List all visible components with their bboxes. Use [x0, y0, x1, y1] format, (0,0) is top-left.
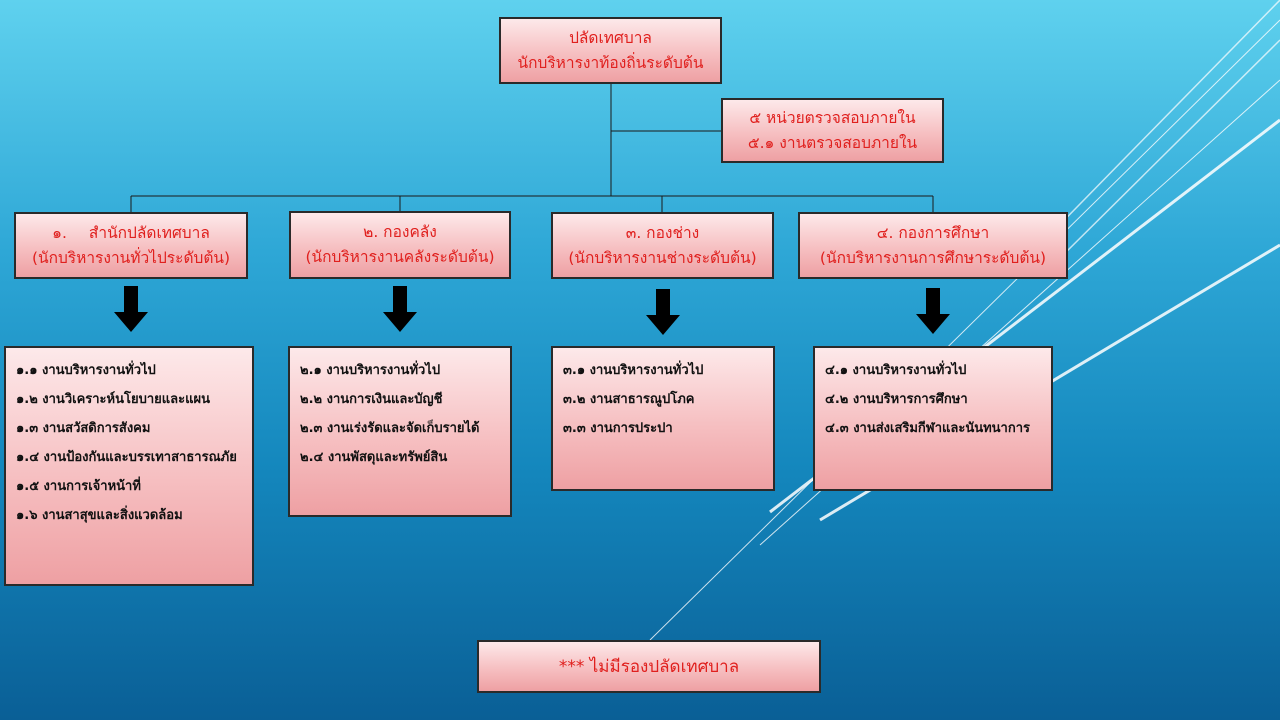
down-arrow-icon	[646, 289, 680, 335]
audit-title: ๕ หน่วยตรวจสอบภายใน	[749, 108, 916, 127]
list-item: ๒.๔ งานพัสดุและทรัพย์สิน	[300, 450, 448, 465]
list-item: ๑.๒ งานวิเคราะห์นโยบายและแผน	[16, 392, 210, 407]
section-list-finance: ๒.๑ งานบริหารงานทั่วไป ๒.๒ งานการเงินและ…	[288, 346, 512, 517]
list-item: ๒.๒ งานการเงินและบัญชี	[300, 392, 443, 407]
department-box-engineering: ๓. กองช่าง (นักบริหารงานช่างระดับต้น)	[551, 212, 774, 279]
department-box-office-of-clerk: ๑.สำนักปลัดเทศบาล (นักบริหารงานทั่วไประด…	[14, 212, 248, 279]
list-item: ๒.๓ งานเร่งรัดและจัดเก็บรายได้	[300, 421, 480, 436]
list-item: ๔.๒ งานบริหารการศึกษา	[825, 392, 968, 407]
section-list-engineering: ๓.๑ งานบริหารงานทั่วไป ๓.๒ งานสาธารณูปโภ…	[551, 346, 775, 491]
list-item: ๓.๓ งานการประปา	[563, 421, 673, 436]
list-item: ๑.๖ งานสาสุขและสิ่งแวดล้อม	[16, 508, 183, 523]
head-subtitle: นักบริหารงาท้องถิ่นระดับต้น	[517, 53, 704, 72]
audit-subtitle: ๕.๑ งานตรวจสอบภายใน	[747, 133, 918, 152]
head-title: ปลัดเทศบาล	[569, 28, 652, 47]
department-box-education: ๔. กองการศึกษา (นักบริหารงานการศึกษาระดั…	[798, 212, 1068, 279]
down-arrow-icon	[916, 288, 950, 334]
list-item: ๓.๑ งานบริหารงานทั่วไป	[563, 363, 704, 378]
department-subtitle: (นักบริหารงานการศึกษาระดับต้น)	[819, 248, 1047, 267]
note-box-no-deputy-clerk: *** ไม่มีรองปลัดเทศบาล	[477, 640, 821, 693]
audit-unit-box: ๕ หน่วยตรวจสอบภายใน ๕.๑ งานตรวจสอบภายใน	[721, 98, 944, 163]
list-item: ๓.๒ งานสาธารณูปโภค	[563, 392, 695, 407]
list-item: ๔.๑ งานบริหารงานทั่วไป	[825, 363, 967, 378]
department-title: ๒. กองคลัง	[363, 223, 437, 241]
down-arrow-icon	[114, 286, 148, 332]
down-arrow-icon	[383, 286, 417, 332]
department-subtitle: (นักบริหารงานทั่วไประดับต้น)	[31, 248, 231, 267]
department-box-finance: ๒. กองคลัง (นักบริหารงานคลังระดับต้น)	[289, 211, 511, 279]
department-title: ๔. กองการศึกษา	[876, 223, 990, 242]
section-list-education: ๔.๑ งานบริหารงานทั่วไป ๔.๒ งานบริหารการศ…	[813, 346, 1053, 491]
list-item: ๒.๑ งานบริหารงานทั่วไป	[300, 363, 441, 378]
head-box-municipal-clerk: ปลัดเทศบาล นักบริหารงาท้องถิ่นระดับต้น	[499, 17, 722, 84]
section-list-office-of-clerk: ๑.๑ งานบริหารงานทั่วไป ๑.๒ งานวิเคราะห์น…	[4, 346, 254, 586]
department-subtitle: (นักบริหารงานช่างระดับต้น)	[568, 248, 757, 267]
list-item: ๑.๔ งานป้องกันและบรรเทาสาธารณภัย	[16, 450, 237, 465]
list-item: ๑.๓ งานสวัสดิการสังคม	[16, 421, 151, 436]
department-number: ๑.	[52, 223, 67, 242]
department-subtitle: (นักบริหารงานคลังระดับต้น)	[305, 248, 495, 266]
note-text: *** ไม่มีรองปลัดเทศบาล	[558, 657, 740, 677]
department-title: ๓. กองช่าง	[625, 223, 700, 242]
list-item: ๑.๑ งานบริหารงานทั่วไป	[16, 363, 156, 378]
list-item: ๑.๕ งานการเจ้าหน้าที่	[16, 479, 141, 494]
department-title: ๑.สำนักปลัดเทศบาล	[52, 223, 210, 242]
list-item: ๔.๓ งานส่งเสริมกีฬาและนันทนาการ	[825, 421, 1031, 436]
